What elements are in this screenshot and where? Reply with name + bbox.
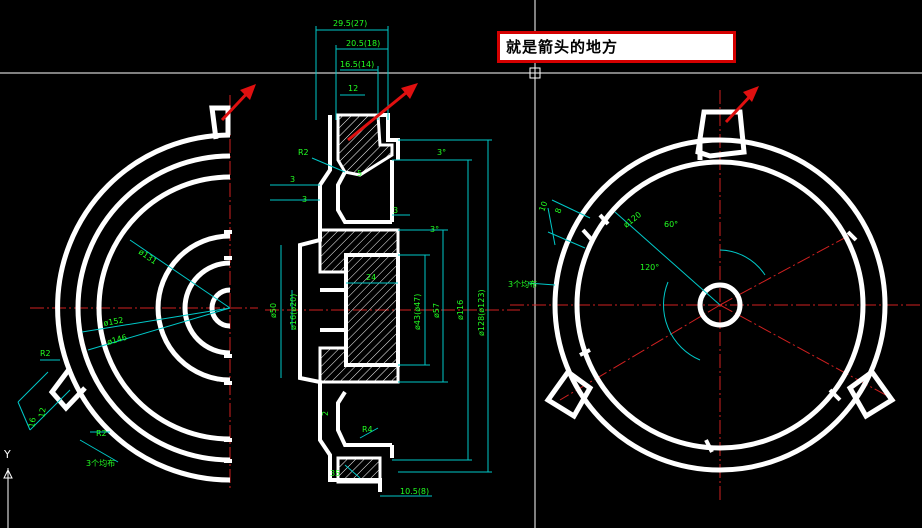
ucs-y-label: Y: [3, 448, 11, 461]
left-view-ribs: [224, 230, 232, 463]
dim-16: 16: [27, 417, 38, 429]
right-view-red-arrow-icon: [724, 86, 759, 124]
dim-10-5: 10.5(8): [400, 487, 429, 496]
dim-count-right: 3个均布: [508, 279, 537, 289]
left-view[interactable]: ø131 ø152 ø146 R2 R2 12 16 3个均布: [17, 84, 258, 490]
section-dim-lines: [270, 26, 492, 497]
callout-text: 就是箭头的地方: [506, 38, 619, 56]
dim-angle-120: 120°: [640, 263, 659, 272]
dim-35: 35: [330, 469, 340, 478]
section-red-arrow-icon: [347, 83, 418, 142]
dim-3a: 3: [290, 175, 295, 184]
dim-phi120: ø120: [622, 210, 643, 230]
dim-16-5: 16.5(14): [340, 60, 374, 69]
right-view-dim-lines: [527, 199, 766, 361]
dim-24: 24: [366, 273, 376, 282]
dim-count-left: 3个均布: [86, 458, 115, 468]
left-view-red-arrow-icon: [220, 84, 256, 122]
dim-phi128: ø128(ø123): [477, 289, 486, 336]
dim-phi16: ø16(ø20): [289, 294, 298, 330]
dim-r2: R2: [298, 148, 309, 157]
section-hatch: [318, 113, 400, 484]
right-view-outline: [544, 109, 896, 473]
dim-phi116: ø116: [456, 300, 465, 320]
dim-12: 12: [348, 84, 358, 93]
left-view-centerlines: [30, 95, 258, 490]
dim-r2b: R2: [96, 429, 107, 438]
dim-r4: R4: [362, 425, 373, 434]
right-view-inner-tabs: [579, 213, 858, 453]
right-view[interactable]: ø120 60° 120° 10 8 3个均布: [508, 86, 922, 500]
dim-phi50: ø50: [269, 303, 278, 318]
dim-8: 8: [553, 207, 563, 215]
ucs-icon: Y: [3, 448, 13, 528]
dim-angle-60: 60°: [664, 220, 678, 229]
dim-angle-3a: 3°: [437, 148, 446, 157]
section-outline: [298, 113, 400, 492]
dim-12: 12: [37, 407, 48, 419]
left-view-dim-lines: [17, 239, 231, 463]
dim-29-5: 29.5(27): [333, 19, 367, 28]
dim-r146: ø146: [106, 333, 128, 347]
dim-10: 10: [537, 200, 549, 213]
dim-3c: 3: [393, 206, 398, 215]
left-view-outline: [48, 105, 231, 483]
dim-5: 5: [357, 169, 362, 178]
dim-r131: ø131: [137, 247, 159, 266]
dim-2: 2: [321, 411, 330, 416]
dim-phi57: ø57: [432, 303, 441, 318]
dim-r152: ø152: [103, 316, 124, 328]
dim-r2a: R2: [40, 349, 51, 358]
section-view[interactable]: 29.5(27) 20.5(18) 16.5(14) 12 R2 3 3 5 3…: [265, 19, 520, 497]
dim-angle-3b: 3°: [430, 225, 439, 234]
dim-20-5: 20.5(18): [346, 39, 380, 48]
dim-3b: 3: [302, 195, 307, 204]
dim-phi43: ø43(ø47): [413, 294, 422, 330]
annotation-callout: 就是箭头的地方: [497, 31, 736, 63]
